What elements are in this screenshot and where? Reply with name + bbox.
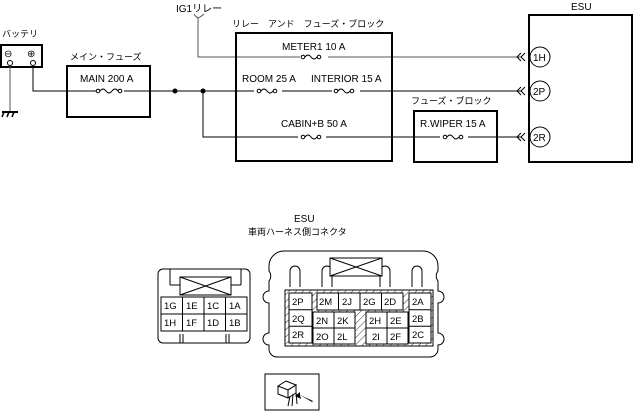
main-fuse-box <box>66 65 151 118</box>
connector-2-pins: 2P 2Q 2R 2M 2J 2G 2D 2N 2K 2O 2L 2H 2E 2… <box>288 292 432 345</box>
pin-2o: 2O <box>316 332 329 343</box>
relay-fuse-block-label: リレー アンド フューズ・ブロック <box>232 18 384 30</box>
main-fuse-icon <box>95 86 124 96</box>
pin-2q: 2Q <box>292 314 305 325</box>
pin-2g: 2G <box>363 297 376 308</box>
main-fuse-label: MAIN 200 A <box>80 74 134 85</box>
terminal-2r <box>529 126 551 148</box>
connector-title: ESU <box>294 214 315 225</box>
pin-2d: 2D <box>384 297 396 308</box>
connector-1-pins: 1G 1E 1C 1A 1H 1F 1D 1B <box>160 296 248 332</box>
wiper-fuse-icon <box>440 132 468 142</box>
pin-2b: 2B <box>412 314 424 325</box>
pin-1e: 1E <box>186 301 198 312</box>
pin-2r: 2R <box>292 330 304 341</box>
ig1-relay-label: IG1リレー <box>176 4 222 15</box>
meter-wire <box>197 17 522 58</box>
battery-positive-icon: ⊕ <box>27 49 35 60</box>
pin-2a: 2A <box>412 297 424 308</box>
battery-neg-terminal <box>7 60 13 66</box>
pin-2p: 2P <box>292 297 304 308</box>
pin-2c: 2C <box>412 330 424 341</box>
interior-fuse-icon <box>332 86 360 96</box>
pin-1h: 1H <box>164 318 176 329</box>
pin-1g: 1G <box>164 301 177 312</box>
pin-2i: 2I <box>372 332 380 343</box>
room-fuse-icon <box>254 86 282 96</box>
main-fuse-block-label: メイン・フューズ <box>70 51 142 63</box>
junction-dot <box>172 88 178 94</box>
terminal-2r-label: 2R <box>533 133 546 144</box>
pin-2j: 2J <box>342 297 352 308</box>
ground-icon <box>1 111 18 118</box>
meter-fuse-icon <box>300 52 328 62</box>
esu-label: ESU <box>571 2 592 13</box>
wiper-fuse-label: R.WIPER 15 A <box>420 119 486 130</box>
pin-2l: 2L <box>337 332 348 343</box>
pin-2n: 2N <box>316 316 328 327</box>
cabin-fuse-label: CABIN+B 50 A <box>281 119 347 130</box>
fuse-block-label: フューズ・ブロック <box>411 95 492 107</box>
pin-1b: 1B <box>229 318 241 329</box>
room-fuse-label: ROOM 25 A <box>242 74 296 85</box>
pin-1d: 1D <box>207 318 219 329</box>
battery-negative-icon: ⊖ <box>4 49 12 60</box>
battery-pos-terminal <box>30 60 36 66</box>
terminal-2p-label: 2P <box>533 87 546 98</box>
harness-view-icon <box>264 373 320 411</box>
terminal-1h <box>529 46 551 68</box>
pin-1f: 1F <box>186 318 197 329</box>
interior-fuse-label: INTERIOR 15 A <box>311 74 382 85</box>
cabin-wire <box>202 91 420 138</box>
pin-2k: 2K <box>337 316 349 327</box>
pin-1a: 1A <box>229 301 241 312</box>
terminal-2p <box>529 80 551 102</box>
connector-subtitle: 車両ハーネス側コネクタ <box>248 226 347 238</box>
pin-1c: 1C <box>207 301 219 312</box>
esu-box <box>528 14 633 163</box>
relay-coil-icon <box>193 13 205 19</box>
pin-2h: 2H <box>369 316 381 327</box>
meter-fuse-label: METER1 10 A <box>282 42 346 53</box>
terminal-1h-label: 1H <box>533 53 546 64</box>
pin-2e: 2E <box>390 316 402 327</box>
pin-2m: 2M <box>319 297 332 308</box>
pin-2f: 2F <box>390 332 401 343</box>
main-wire <box>32 66 235 92</box>
cabin-fuse-icon <box>298 132 326 142</box>
relay-fuse-block <box>235 32 393 162</box>
connector-arrow-icon <box>516 52 526 142</box>
battery-label: バッテリ <box>2 29 38 40</box>
